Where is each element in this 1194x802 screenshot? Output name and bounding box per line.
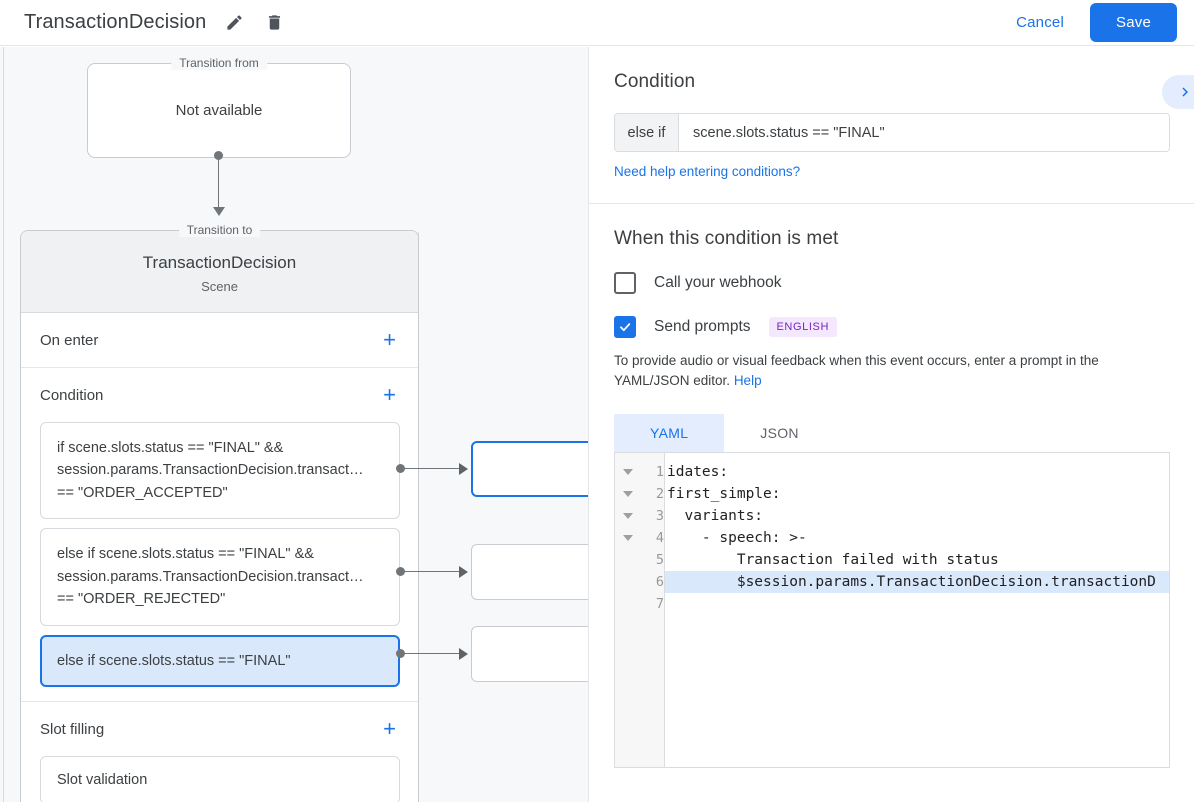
- prompts-helper-body: To provide audio or visual feedback when…: [614, 353, 1099, 389]
- section-condition: Condition + if scene.slots.status == "FI…: [21, 368, 418, 703]
- language-badge: ENGLISH: [768, 317, 837, 337]
- scene-subtitle: Scene: [201, 279, 238, 294]
- slot-validation-item[interactable]: Slot validation: [40, 756, 400, 802]
- app-header: TransactionDecision Cancel Save: [0, 0, 1194, 46]
- edge-arrow: [459, 648, 468, 660]
- scene-card: Transition to TransactionDecision Scene …: [20, 223, 419, 802]
- section-slot-filling: Slot filling + Slot validation: [21, 702, 418, 802]
- condition-list-item[interactable]: if scene.slots.status == "FINAL" && sess…: [40, 422, 400, 520]
- call-webhook-label: Call your webhook: [654, 274, 782, 291]
- condition-operator-label: else if: [615, 114, 679, 151]
- edge-line: [405, 468, 461, 469]
- panel-condition-heading: Condition: [614, 71, 696, 92]
- send-prompts-checkbox[interactable]: [614, 316, 636, 338]
- code-line: $session.params.TransactionDecision.tran…: [665, 570, 1169, 593]
- condition-expression-input[interactable]: [679, 114, 1169, 151]
- scene-title: TransactionDecision: [142, 253, 297, 272]
- code-line: first_simple:: [667, 485, 781, 502]
- edge-line: [405, 653, 461, 654]
- send-prompts-checkbox-row: Send prompts ENGLISH: [614, 316, 1170, 338]
- panel-condition-section: Condition else if Need help entering con…: [589, 47, 1194, 204]
- connector-arrow-down: [213, 207, 225, 216]
- section-on-enter-header: On enter +: [21, 313, 418, 367]
- condition-help-link[interactable]: Need help entering conditions?: [614, 164, 801, 179]
- when-met-heading: When this condition is met: [614, 228, 839, 249]
- prompts-help-link[interactable]: Help: [733, 373, 762, 389]
- chevron-right-icon[interactable]: [1162, 75, 1194, 109]
- prompts-helper-text: To provide audio or visual feedback when…: [614, 351, 1170, 392]
- code-line: - speech: >-: [667, 529, 807, 546]
- editor-line-numbers: 1 2 3 4 5 6 7: [641, 452, 665, 767]
- fold-toggle-icon[interactable]: [615, 505, 641, 527]
- transition-from-legend: Transition from: [171, 56, 267, 70]
- call-webhook-checkbox[interactable]: [614, 272, 636, 294]
- line-number: 7: [655, 595, 664, 612]
- transition-target-box[interactable]: [471, 441, 588, 497]
- line-number: 4: [655, 529, 664, 546]
- section-on-enter-label: On enter: [40, 331, 99, 349]
- code-line: [665, 593, 1169, 615]
- editor-fold-gutter: [615, 452, 641, 767]
- save-button[interactable]: Save: [1090, 3, 1177, 42]
- editor-code-area[interactable]: idates: first_simple: variants: - speech…: [665, 453, 1169, 767]
- transition-target-box[interactable]: [471, 626, 588, 682]
- section-on-enter: On enter +: [21, 313, 418, 368]
- add-condition-button[interactable]: +: [383, 382, 396, 407]
- edge-arrow: [459, 566, 468, 578]
- pencil-icon[interactable]: [222, 11, 246, 35]
- line-number: 1: [655, 463, 664, 480]
- section-condition-label: Condition: [40, 386, 104, 404]
- condition-list: if scene.slots.status == "FINAL" && sess…: [21, 422, 418, 701]
- connector-line-vertical: [218, 155, 219, 211]
- condition-expression-row: else if: [614, 113, 1170, 152]
- section-condition-header: Condition +: [21, 368, 418, 422]
- condition-list-item[interactable]: else if scene.slots.status == "FINAL" &&…: [40, 528, 400, 626]
- fold-toggle-icon[interactable]: [615, 461, 641, 483]
- edge-line: [405, 571, 461, 572]
- edge-dot: [396, 649, 405, 658]
- code-line: idates:: [667, 463, 729, 480]
- transition-target-box[interactable]: [471, 544, 588, 600]
- transition-to-legend: Transition to: [178, 223, 261, 237]
- fold-toggle-icon[interactable]: [615, 483, 641, 505]
- condition-list-item-selected[interactable]: else if scene.slots.status == "FINAL": [40, 634, 400, 688]
- edge-dot: [396, 464, 405, 473]
- flow-canvas: Transition from Not available Transition…: [0, 47, 588, 802]
- edge-arrow: [459, 463, 468, 475]
- webhook-checkbox-row: Call your webhook: [614, 272, 1170, 294]
- cancel-button[interactable]: Cancel: [1002, 6, 1078, 39]
- code-line: variants:: [667, 507, 764, 524]
- section-slot-filling-header: Slot filling +: [21, 702, 418, 756]
- panel-when-met-section: When this condition is met Call your web…: [589, 204, 1194, 790]
- editor-format-tabs: YAML JSON: [614, 413, 1170, 452]
- transition-to-header[interactable]: Transition to TransactionDecision Scene: [21, 223, 418, 313]
- page-title: TransactionDecision: [24, 11, 207, 33]
- trash-icon[interactable]: [262, 11, 286, 35]
- transition-from-card[interactable]: Transition from Not available: [87, 56, 351, 158]
- add-slot-filling-button[interactable]: +: [383, 716, 396, 742]
- add-on-enter-button[interactable]: +: [383, 327, 396, 352]
- canvas-rail-left: [3, 47, 4, 802]
- tab-json[interactable]: JSON: [760, 424, 799, 441]
- code-line: Transaction failed with status: [667, 551, 999, 568]
- transition-from-value: Not available: [175, 102, 263, 119]
- slot-filling-list: Slot validation: [21, 756, 418, 802]
- fold-toggle-icon[interactable]: [615, 527, 641, 549]
- edge-dot: [396, 567, 405, 576]
- code-editor[interactable]: 1 2 3 4 5 6 7 idates: first_simple: vari…: [614, 451, 1170, 768]
- line-number: 2: [655, 485, 664, 502]
- line-number: 6: [655, 573, 664, 590]
- line-number: 3: [655, 507, 664, 524]
- line-number: 5: [655, 551, 664, 568]
- section-slot-filling-label: Slot filling: [40, 720, 105, 738]
- tab-yaml[interactable]: YAML: [614, 413, 725, 452]
- details-panel: Condition else if Need help entering con…: [588, 47, 1194, 802]
- send-prompts-label: Send prompts: [654, 318, 751, 335]
